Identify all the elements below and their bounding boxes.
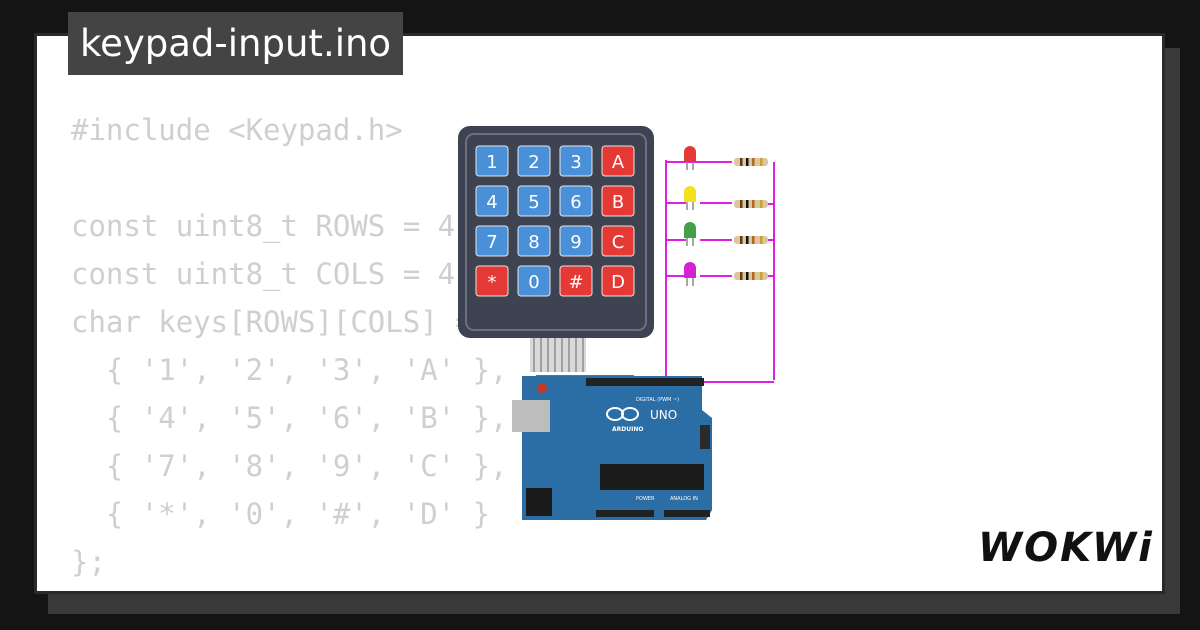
code-line: }; [71, 545, 106, 579]
keypad-key-label: 2 [528, 152, 539, 173]
power-jack [526, 488, 552, 516]
code-line: int LED1 = 13; [71, 586, 508, 591]
keypad-key-*[interactable]: * [475, 265, 509, 297]
led-1[interactable] [684, 186, 696, 210]
code-line: { '1', '2', '3', 'A' }, [71, 353, 508, 387]
keypad-key-label: A [612, 152, 625, 173]
keypad-key-label: 3 [570, 152, 581, 173]
keypad-key-7[interactable]: 7 [475, 225, 509, 257]
code-line: { '4', '5', '6', 'B' }, [71, 401, 508, 435]
resistor-0 [734, 158, 768, 166]
keypad-key-C[interactable]: C [601, 225, 635, 257]
wokwi-logo: WOKWi [978, 525, 1154, 571]
keypad-key-label: C [612, 232, 625, 253]
reset-button[interactable] [537, 383, 547, 393]
code-line: #include <Keypad.h> [71, 113, 403, 147]
keypad-key-label: 1 [486, 152, 497, 173]
keypad-key-8[interactable]: 8 [517, 225, 551, 257]
analog-label: ANALOG IN [670, 496, 698, 502]
keypad-key-label: 4 [486, 192, 497, 213]
keypad-keys: 1 2 3 A 4 5 6 B 7 8 9 C * 0 # D [475, 145, 635, 297]
keypad-key-label: 9 [570, 232, 581, 253]
resistor-2 [734, 236, 768, 244]
code-line: { '*', '0', '#', 'D' } [71, 497, 491, 531]
code-line: char keys[ROWS][COLS] = { [71, 305, 508, 339]
arduino-uno-board[interactable]: UNO ARDUINO DIGITAL (PWM ~) POWER ANALOG… [512, 376, 712, 520]
keypad-key-3[interactable]: 3 [559, 145, 593, 177]
keypad-key-5[interactable]: 5 [517, 185, 551, 217]
keypad-key-4[interactable]: 4 [475, 185, 509, 217]
keypad-key-label: 6 [570, 192, 581, 213]
keypad-key-1[interactable]: 1 [475, 145, 509, 177]
keypad-key-label: D [611, 272, 625, 293]
keypad-key-2[interactable]: 2 [517, 145, 551, 177]
keypad-key-label: # [568, 272, 583, 293]
led-array [684, 146, 768, 286]
code-line: const uint8_t ROWS = 4; [71, 209, 473, 243]
led-3[interactable] [684, 262, 696, 286]
file-name-tag: keypad-input.ino [68, 12, 404, 75]
code-line: const uint8_t COLS = 4; [71, 257, 473, 291]
board-model: UNO [650, 408, 677, 422]
code-line [71, 154, 508, 202]
keypad-4x4[interactable]: 1 2 3 A 4 5 6 B 7 8 9 C * 0 # D [458, 126, 654, 338]
code-block: #include <Keypad.h> const uint8_t ROWS = … [71, 106, 508, 591]
resistor-1 [734, 200, 768, 208]
led-2[interactable] [684, 222, 696, 246]
power-label: POWER [636, 496, 655, 502]
keypad-key-label: 7 [486, 232, 497, 253]
keypad-cable [530, 332, 586, 372]
usb-port [512, 400, 550, 432]
keypad-key-label: 5 [528, 192, 539, 213]
keypad-key-A[interactable]: A [601, 145, 635, 177]
keypad-key-#[interactable]: # [559, 265, 593, 297]
keypad-key-0[interactable]: 0 [517, 265, 551, 297]
keypad-key-B[interactable]: B [601, 185, 635, 217]
circuit-diagram: 1 2 3 A 4 5 6 B 7 8 9 C * 0 # D UNO ARDUINO DIGITAL (PW… [458, 126, 775, 520]
led-0[interactable] [684, 146, 696, 170]
digital-label: DIGITAL (PWM ~) [636, 397, 679, 403]
arduino-logo [606, 407, 639, 421]
keypad-key-6[interactable]: 6 [559, 185, 593, 217]
microcontroller-chip [600, 464, 704, 490]
keypad-key-9[interactable]: 9 [559, 225, 593, 257]
keypad-key-label: * [488, 272, 497, 293]
keypad-key-label: 8 [528, 232, 539, 253]
code-line: { '7', '8', '9', 'C' }, [71, 449, 508, 483]
keypad-key-D[interactable]: D [601, 265, 635, 297]
keypad-key-label: B [612, 192, 624, 213]
keypad-key-label: 0 [528, 272, 539, 293]
resistor-3 [734, 272, 768, 280]
board-brand: ARDUINO [612, 426, 643, 433]
